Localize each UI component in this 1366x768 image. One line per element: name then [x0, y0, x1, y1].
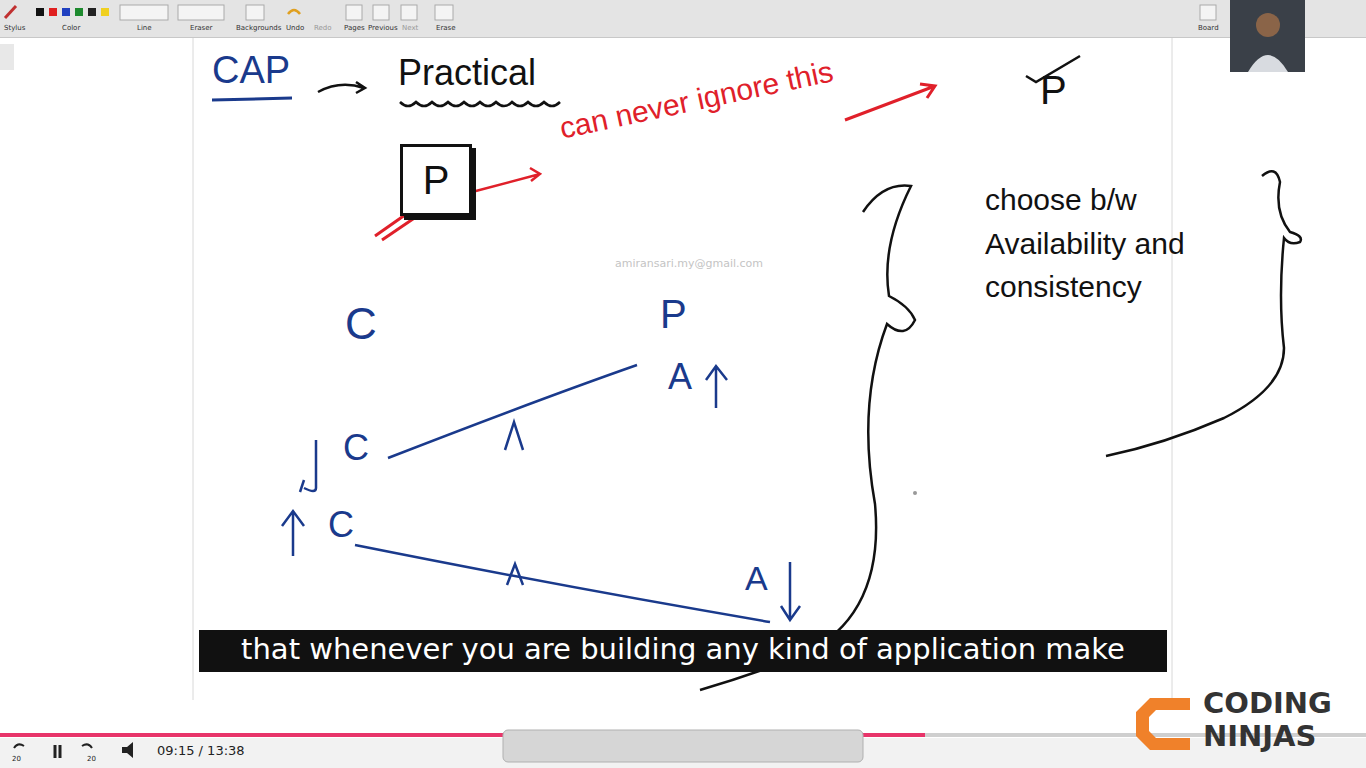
volume-icon [122, 742, 133, 758]
trade-off-line [355, 545, 770, 622]
tool-label: Board [1198, 25, 1219, 33]
heading: Practical [398, 53, 536, 93]
annotation-toolbar [503, 730, 863, 762]
tool-label: Pages [344, 25, 365, 33]
undo-icon [288, 10, 300, 14]
down-arrow [300, 440, 316, 492]
tool-label: Previous [368, 25, 398, 33]
webcam-thumbnail [1230, 0, 1305, 72]
letter: A [745, 560, 768, 597]
logo-text: NINJAS [1203, 721, 1316, 753]
node-text: P [423, 160, 450, 200]
letter: P [660, 292, 687, 336]
subtitle: that whenever you are building any kind … [241, 634, 1125, 666]
tool-label: Backgrounds [236, 25, 281, 33]
subtitle-band [199, 630, 1167, 672]
tool-label: Line [137, 25, 152, 33]
skip-amount: 20 [87, 756, 96, 764]
underline-arrow [845, 84, 935, 120]
skip-amount: 20 [12, 756, 21, 764]
color-swatches [36, 8, 109, 16]
note: can never ignore this [557, 54, 836, 144]
time-display: 09:15 / 13:38 [157, 744, 245, 758]
up-arrow [282, 511, 304, 556]
page-margin [193, 38, 194, 700]
tool-label: Erase [436, 25, 456, 33]
tool-label: Stylus [4, 25, 25, 33]
logo-mark [1136, 698, 1190, 750]
toolbar-edge [0, 37, 1366, 38]
letter: C [345, 300, 377, 348]
letter: P [1040, 68, 1067, 112]
tool-label: Next [402, 25, 418, 33]
down-arrow [781, 562, 800, 620]
tool-label: Eraser [190, 25, 212, 33]
page-margin [1172, 38, 1173, 700]
note: choose b/w Availability and consistency [985, 178, 1275, 309]
toolbar-bar [0, 0, 1366, 38]
skip-icons [14, 744, 92, 748]
heading: CAP [212, 50, 290, 92]
trade-off-line [388, 365, 637, 458]
wavy-underline [400, 102, 560, 106]
logo-text: CODING [1203, 688, 1332, 720]
tool-label: Color [62, 25, 80, 33]
tool-label: Undo [286, 25, 304, 33]
underline [212, 98, 292, 100]
letter: C [343, 428, 369, 468]
pointer-arrow [472, 168, 540, 192]
boxed-letter: P [400, 144, 472, 216]
letter: A [668, 357, 692, 397]
letter: C [328, 505, 354, 545]
arrow-stroke [318, 82, 365, 93]
cursor-dot [913, 491, 917, 495]
stylus-icon [5, 6, 16, 18]
watermark: amiransari.my@gmail.com [615, 258, 763, 270]
pause-icon [55, 745, 60, 758]
up-arrow [706, 366, 727, 408]
caret-mark [507, 564, 523, 585]
caret-mark [505, 422, 523, 450]
tool-buttons [120, 5, 1216, 20]
side-tab [0, 44, 14, 70]
tool-label: Redo [314, 25, 332, 33]
